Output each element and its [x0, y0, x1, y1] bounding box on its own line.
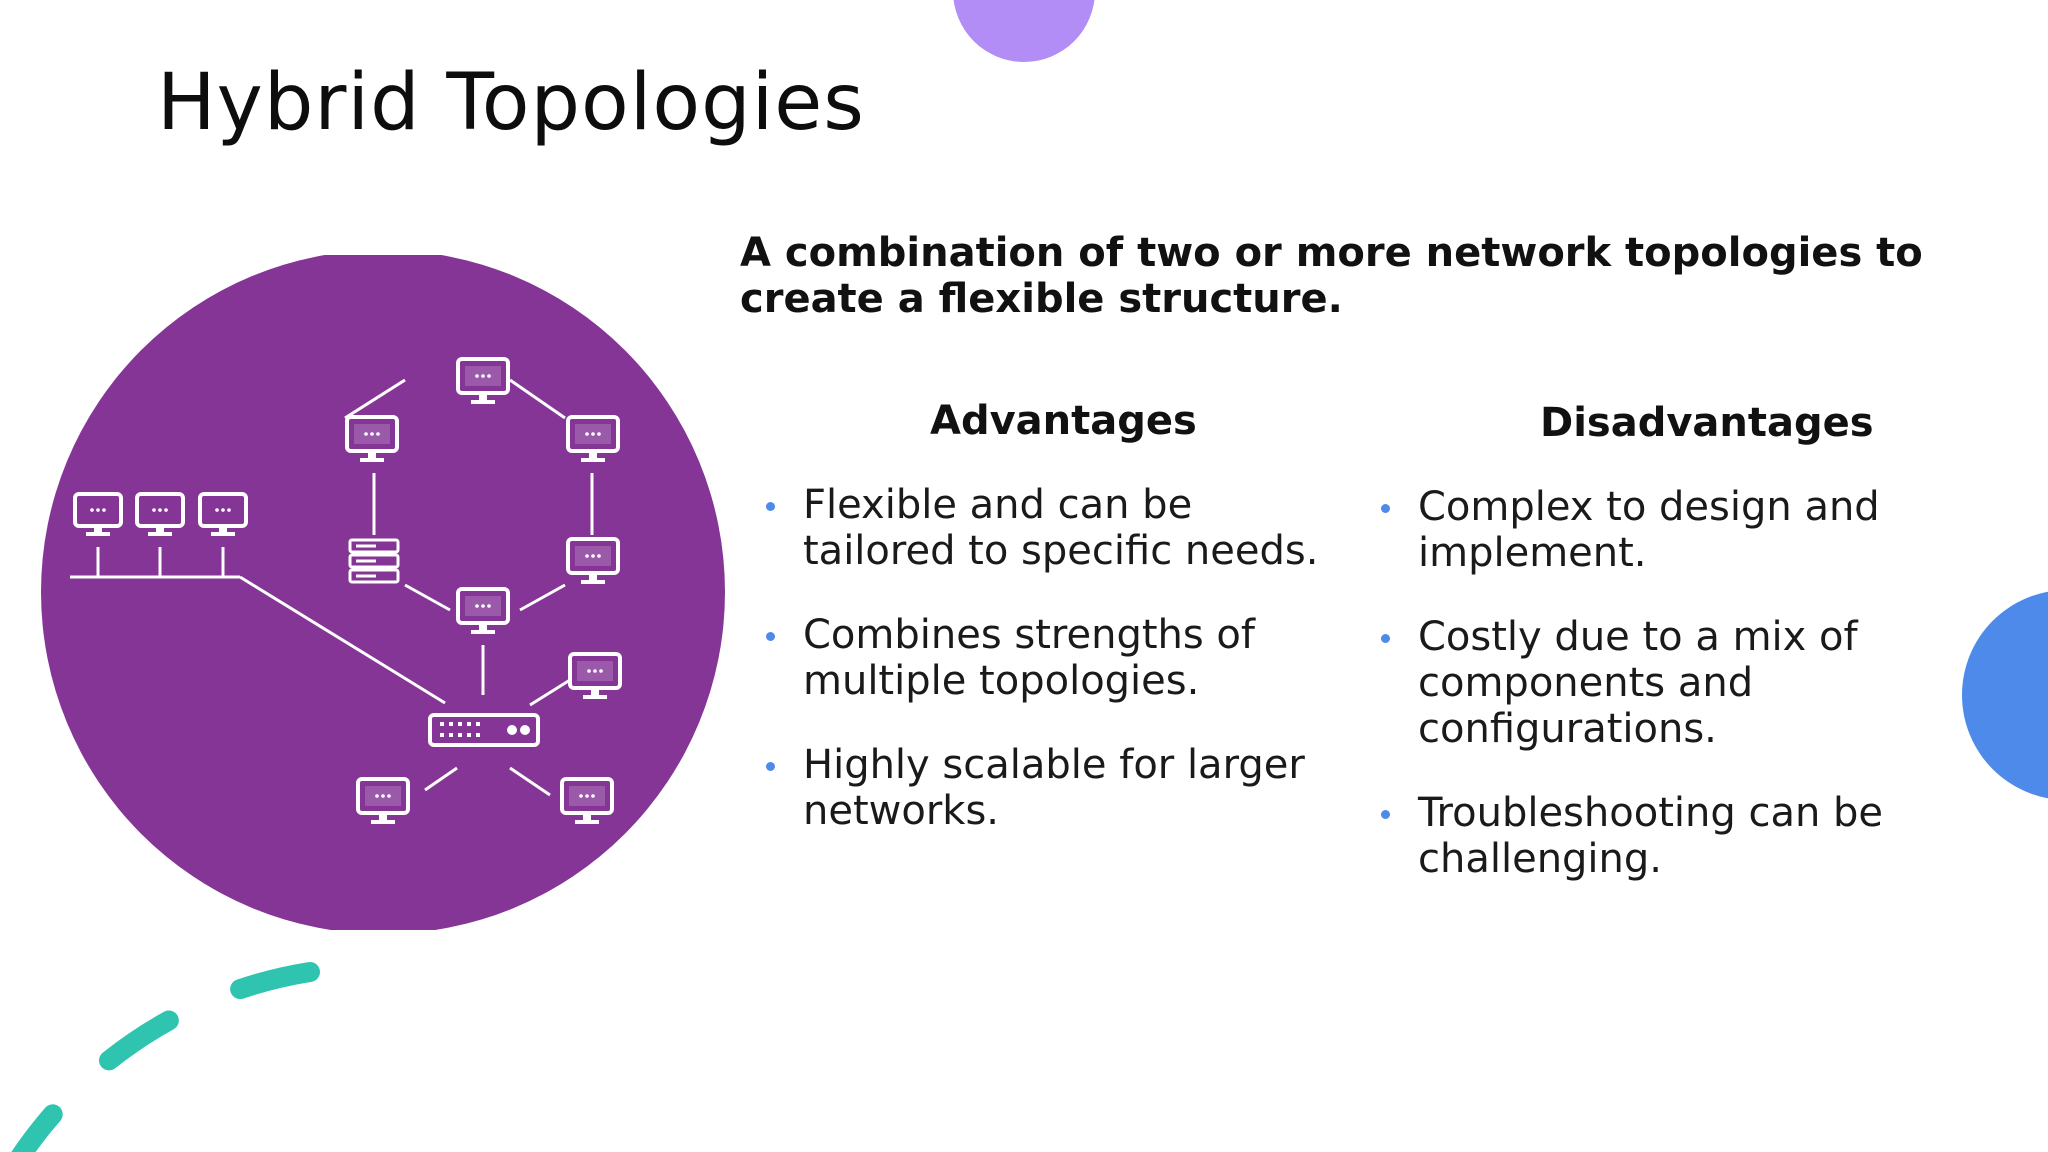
decorative-dashed-arc	[11, 962, 320, 1152]
advantage-item: Combines strengths of multiple topologie…	[762, 612, 1352, 704]
advantage-text: Flexible and can be tailored to specific…	[803, 482, 1319, 574]
advantage-text: Highly scalable for larger networks.	[803, 742, 1305, 834]
disadvantages-heading: Disadvantages	[1540, 400, 1874, 446]
bullet-icon	[1381, 634, 1390, 643]
network-switch-icon	[428, 713, 540, 747]
disadvantage-item: Troubleshooting can be challenging.	[1377, 790, 2017, 882]
disadvantages-list: Complex to design and implement. Costly …	[1377, 484, 2017, 920]
intro-statement: A combination of two or more network top…	[740, 230, 1923, 322]
bullet-icon	[1381, 810, 1390, 819]
disadvantage-text: Complex to design and implement.	[1418, 484, 1880, 576]
advantage-text: Combines strengths of multiple topologie…	[803, 612, 1255, 704]
hybrid-topology-diagram	[41, 255, 725, 930]
disadvantage-item: Complex to design and implement.	[1377, 484, 2017, 576]
advantage-item: Flexible and can be tailored to specific…	[762, 482, 1352, 574]
bullet-icon	[766, 762, 775, 771]
slide-title: Hybrid Topologies	[157, 58, 865, 148]
disadvantage-text: Troubleshooting can be challenging.	[1418, 790, 1884, 882]
decorative-purple-circle	[953, 0, 1095, 62]
advantages-heading: Advantages	[930, 398, 1197, 444]
diagram-background-circle	[41, 255, 725, 930]
advantages-list: Flexible and can be tailored to specific…	[762, 482, 1352, 872]
disadvantage-item: Costly due to a mix of components and co…	[1377, 614, 2017, 752]
disadvantage-text: Costly due to a mix of components and co…	[1418, 614, 1858, 752]
advantage-item: Highly scalable for larger networks.	[762, 742, 1352, 834]
connection-lines	[70, 378, 594, 797]
bullet-icon	[766, 632, 775, 641]
server-rack-icon	[348, 538, 400, 584]
bullet-icon	[1381, 504, 1390, 513]
bullet-icon	[766, 502, 775, 511]
